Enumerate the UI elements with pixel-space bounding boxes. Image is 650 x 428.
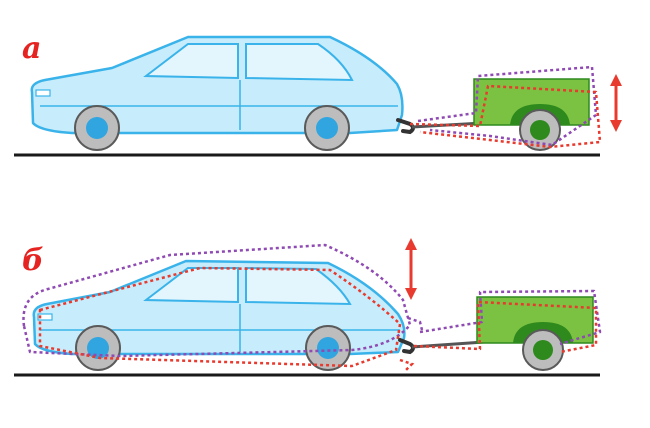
drawbar-b xyxy=(411,340,485,349)
car-rear-hub-b xyxy=(317,337,339,359)
headlight-a xyxy=(35,89,51,97)
trailer-hub-b xyxy=(533,340,553,360)
trailer-b xyxy=(476,296,594,371)
tow-hitch-a xyxy=(396,118,415,135)
panel-label-b: б xyxy=(22,243,44,278)
car-front-hub-a xyxy=(86,117,108,139)
oscillation-outline-red-b xyxy=(38,266,402,368)
car-windows-b xyxy=(143,266,352,306)
oscillation-outline-purple-b xyxy=(22,243,412,358)
panel-a xyxy=(14,35,622,157)
trailer-hub-a xyxy=(530,120,550,140)
panel-label-a: а xyxy=(22,31,42,66)
car-front-hub-b xyxy=(87,337,109,359)
hitch-ghost-red-b xyxy=(399,358,415,371)
tow-hitch-b xyxy=(398,338,415,355)
car-windows-a xyxy=(143,43,354,82)
car-a xyxy=(30,35,404,151)
panel-b xyxy=(14,238,602,377)
oscillation-outline-red-trailer-b xyxy=(413,300,598,354)
car-rear-hub-a xyxy=(316,117,338,139)
car-b xyxy=(32,259,406,371)
hitch-ghost-purple-b xyxy=(407,316,424,331)
headlight-b xyxy=(37,313,53,321)
